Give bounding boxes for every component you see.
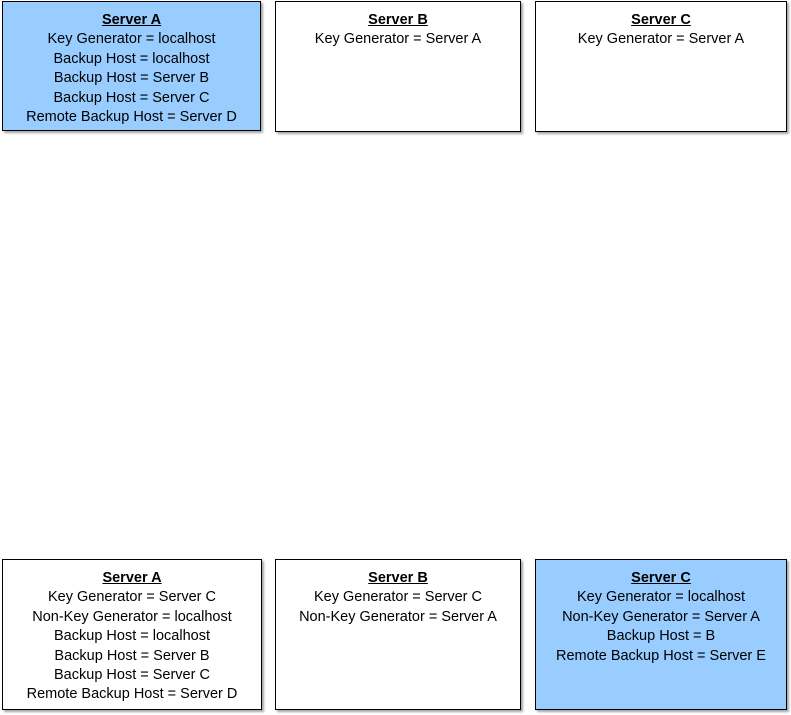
- server-title: Server B: [368, 570, 428, 586]
- config-line: Backup Host = Server C: [54, 667, 210, 684]
- config-line: Backup Host = localhost: [54, 628, 210, 645]
- server-title: Server B: [368, 12, 428, 28]
- top-server-a-box: Server A Key Generator = localhost Backu…: [2, 1, 261, 131]
- config-line: Key Generator = Server A: [577, 31, 745, 48]
- server-title: Server C: [631, 570, 691, 586]
- bottom-server-a-box: Server A Key Generator = Server C Non-Ke…: [2, 559, 262, 710]
- config-line: Non-Key Generator = Server A: [299, 608, 497, 625]
- config-line: Key Generator = localhost: [576, 589, 746, 606]
- config-line: Remote Backup Host = Server D: [26, 686, 238, 703]
- config-line: Key Generator = Server A: [314, 31, 482, 48]
- top-server-b-box: Server B Key Generator = Server A: [275, 1, 521, 132]
- server-title: Server A: [101, 12, 162, 28]
- config-line: Non-Key Generator = Server A: [562, 608, 760, 625]
- config-line: Backup Host = localhost: [53, 50, 210, 67]
- config-line: Backup Host = Server B: [54, 647, 210, 664]
- server-title: Server C: [631, 12, 691, 28]
- config-line: Backup Host = Server C: [53, 89, 210, 106]
- config-line: Remote Backup Host = Server E: [556, 647, 766, 664]
- config-line: Remote Backup Host = Server D: [26, 109, 237, 126]
- config-line: Backup Host = Server B: [53, 70, 210, 87]
- config-line: Non-Key Generator = localhost: [32, 608, 232, 625]
- bottom-server-b-box: Server B Key Generator = Server C Non-Ke…: [275, 559, 521, 710]
- config-line: Backup Host = B: [606, 628, 716, 645]
- config-line: Key Generator = localhost: [47, 31, 216, 48]
- config-line: Key Generator = Server C: [47, 589, 217, 606]
- server-title: Server A: [102, 570, 162, 586]
- config-line: Key Generator = Server C: [313, 589, 483, 606]
- top-server-c-box: Server C Key Generator = Server A: [535, 1, 787, 132]
- bottom-server-c-box: Server C Key Generator = localhost Non-K…: [535, 559, 787, 710]
